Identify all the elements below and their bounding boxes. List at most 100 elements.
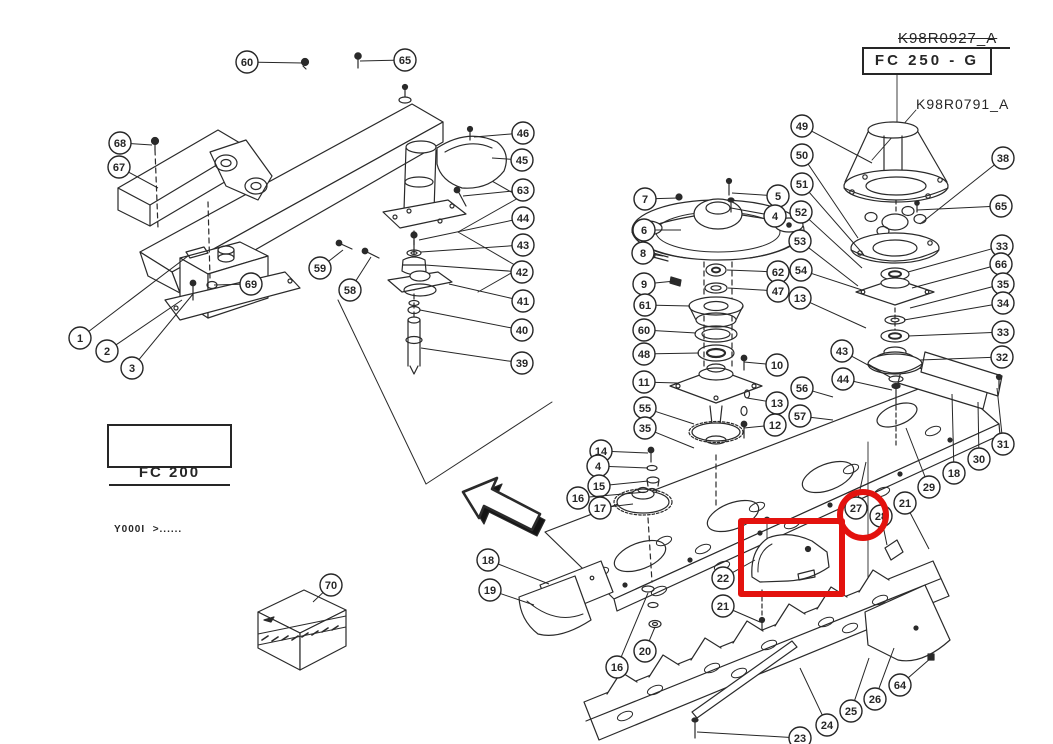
svg-text:31: 31 bbox=[997, 439, 1009, 451]
highlight-circle-27 bbox=[837, 489, 889, 541]
top-screws-art bbox=[300, 52, 362, 70]
svg-text:40: 40 bbox=[516, 325, 528, 337]
svg-text:1: 1 bbox=[77, 333, 83, 345]
callout-42: 42 bbox=[510, 260, 534, 284]
callout-59: 59 bbox=[308, 256, 332, 280]
callout-41: 41 bbox=[511, 289, 535, 313]
callout-55: 55 bbox=[633, 396, 657, 420]
svg-text:4: 4 bbox=[772, 211, 779, 223]
callout-48: 48 bbox=[632, 342, 656, 366]
callout-40: 40 bbox=[510, 318, 534, 342]
callout-44: 44 bbox=[511, 206, 535, 230]
beam-assembly-art bbox=[117, 83, 553, 485]
callout-21-2: 21 bbox=[711, 594, 735, 618]
callout-16-2: 16 bbox=[566, 486, 590, 510]
callout-53: 53 bbox=[788, 229, 812, 253]
callout-20: 20 bbox=[633, 639, 657, 663]
svg-text:10: 10 bbox=[771, 360, 783, 372]
callout-17: 17 bbox=[588, 496, 612, 520]
callout-68: 68 bbox=[108, 131, 132, 155]
callout-66: 66 bbox=[989, 252, 1013, 276]
callout-60-2: 60 bbox=[632, 318, 656, 342]
model-box-tail-line bbox=[988, 47, 1010, 49]
callout-19: 19 bbox=[478, 578, 502, 602]
svg-text:32: 32 bbox=[996, 352, 1008, 364]
doc-code-superseded: K98R0927_A bbox=[898, 30, 998, 47]
svg-text:45: 45 bbox=[516, 155, 528, 167]
callout-18: 18 bbox=[942, 461, 966, 485]
callout-15: 15 bbox=[587, 474, 611, 498]
callout-46: 46 bbox=[511, 121, 535, 145]
callout-21: 21 bbox=[893, 491, 917, 515]
callout-57: 57 bbox=[788, 404, 812, 428]
svg-text:46: 46 bbox=[517, 128, 529, 140]
callout-29: 29 bbox=[917, 475, 941, 499]
callout-13-2: 13 bbox=[788, 286, 812, 310]
svg-text:8: 8 bbox=[640, 248, 646, 260]
svg-text:55: 55 bbox=[639, 403, 651, 415]
callout-45: 45 bbox=[510, 148, 534, 172]
cutter-bar-art bbox=[583, 534, 951, 741]
callout-6: 6 bbox=[632, 218, 656, 242]
svg-text:51: 51 bbox=[796, 179, 808, 191]
callout-70: 70 bbox=[319, 573, 343, 597]
callout-49: 49 bbox=[790, 114, 814, 138]
callout-33-2: 33 bbox=[991, 320, 1015, 344]
callout-43-2: 43 bbox=[830, 339, 854, 363]
direction-arrow bbox=[461, 476, 546, 537]
svg-text:5: 5 bbox=[775, 191, 781, 203]
parts-box-art bbox=[257, 589, 347, 671]
callout-12: 12 bbox=[763, 413, 787, 437]
callout-34: 34 bbox=[991, 291, 1015, 315]
svg-text:65: 65 bbox=[399, 55, 411, 67]
svg-text:35: 35 bbox=[639, 423, 651, 435]
callout-24: 24 bbox=[815, 713, 839, 737]
callout-44-2: 44 bbox=[831, 367, 855, 391]
callout-39: 39 bbox=[510, 351, 534, 375]
svg-text:4: 4 bbox=[595, 461, 602, 473]
svg-text:20: 20 bbox=[639, 646, 651, 658]
callout-56: 56 bbox=[790, 376, 814, 400]
svg-text:54: 54 bbox=[795, 265, 808, 277]
svg-text:34: 34 bbox=[997, 298, 1010, 310]
svg-text:63: 63 bbox=[517, 185, 529, 197]
disc-stack-art bbox=[631, 177, 805, 506]
svg-text:18: 18 bbox=[948, 468, 960, 480]
callout-50: 50 bbox=[790, 143, 814, 167]
svg-text:19: 19 bbox=[484, 585, 496, 597]
callout-22: 22 bbox=[711, 566, 735, 590]
svg-text:64: 64 bbox=[894, 680, 907, 692]
callout-60: 60 bbox=[235, 50, 259, 74]
doc-code: K98R0791_A bbox=[916, 96, 1010, 112]
callout-64: 64 bbox=[888, 673, 912, 697]
highlight-rectangle bbox=[738, 518, 845, 597]
svg-text:7: 7 bbox=[642, 194, 648, 206]
callout-26: 26 bbox=[863, 687, 887, 711]
callout-58: 58 bbox=[338, 278, 362, 302]
svg-text:65: 65 bbox=[995, 201, 1007, 213]
callout-8: 8 bbox=[631, 241, 655, 265]
callout-23: 23 bbox=[788, 726, 812, 744]
svg-text:35: 35 bbox=[997, 279, 1009, 291]
svg-text:42: 42 bbox=[516, 267, 528, 279]
svg-text:66: 66 bbox=[995, 259, 1007, 271]
svg-text:29: 29 bbox=[923, 482, 935, 494]
svg-text:50: 50 bbox=[796, 150, 808, 162]
svg-text:21: 21 bbox=[899, 498, 911, 510]
svg-text:44: 44 bbox=[837, 374, 850, 386]
callout-1: 1 bbox=[68, 326, 92, 350]
svg-text:16: 16 bbox=[572, 493, 584, 505]
callout-65: 65 bbox=[393, 48, 417, 72]
svg-text:30: 30 bbox=[973, 454, 985, 466]
svg-text:48: 48 bbox=[638, 349, 650, 361]
svg-text:6: 6 bbox=[641, 225, 647, 237]
callout-67: 67 bbox=[107, 155, 131, 179]
svg-text:70: 70 bbox=[325, 580, 337, 592]
svg-text:69: 69 bbox=[245, 279, 257, 291]
svg-text:38: 38 bbox=[997, 153, 1009, 165]
svg-text:49: 49 bbox=[796, 121, 808, 133]
svg-text:3: 3 bbox=[129, 363, 135, 375]
svg-text:43: 43 bbox=[836, 346, 848, 358]
deck-art bbox=[518, 351, 1003, 641]
svg-text:17: 17 bbox=[594, 503, 606, 515]
